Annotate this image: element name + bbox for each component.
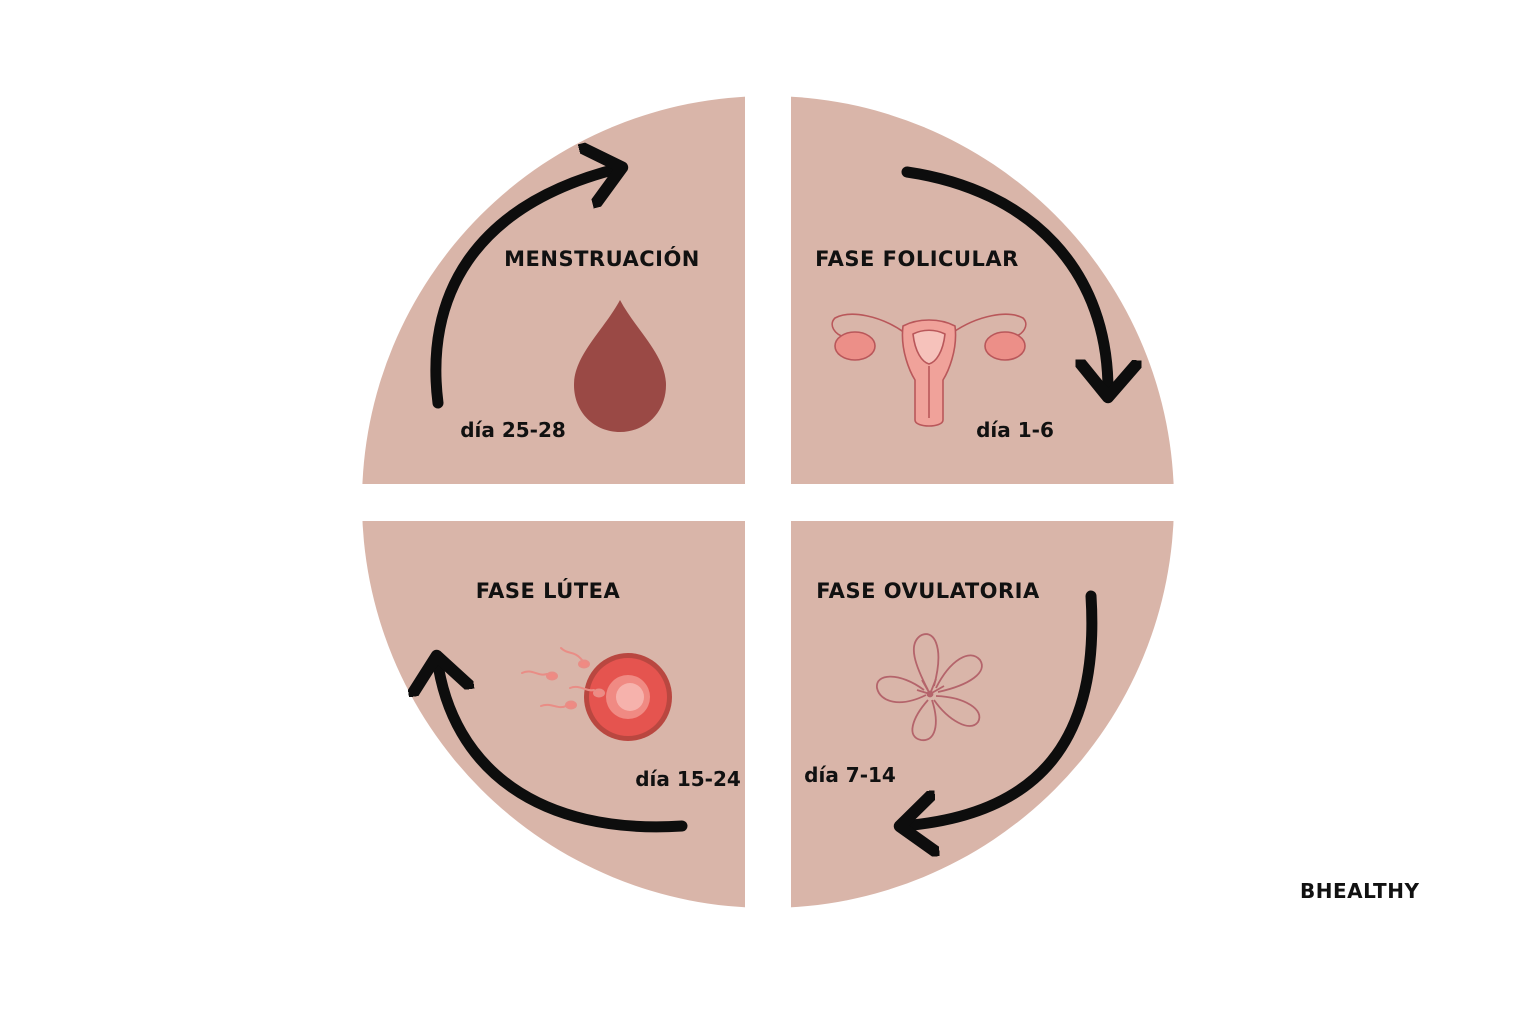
arrow-icon (902, 590, 1098, 826)
day-label-lutea: día 15-24 (635, 767, 741, 791)
arrow-icon (901, 166, 1108, 395)
day-label-ovulatoria: día 7-14 (804, 763, 896, 787)
phase-title-ovulatoria: FASE OVULATORIA (816, 579, 1040, 603)
day-label-folicular: día 1-6 (976, 418, 1054, 442)
blood-drop-icon (574, 300, 666, 432)
quadrants (362, 96, 1174, 908)
brand-logo: BHEALTHY (1300, 879, 1420, 903)
day-label-menstruacion: día 25-28 (460, 418, 566, 442)
uterus-icon (831, 313, 1027, 427)
cycle-arrows (436, 168, 1108, 827)
flower-icon (876, 633, 983, 741)
egg-sperm-icon (521, 647, 672, 741)
arrow-icon (437, 658, 688, 833)
phase-title-menstruacion: MENSTRUACIÓN (504, 246, 700, 271)
phase-title-folicular: FASE FOLICULAR (815, 247, 1019, 271)
phase-title-lutea: FASE LÚTEA (476, 578, 621, 603)
arrow-icon (430, 168, 620, 409)
